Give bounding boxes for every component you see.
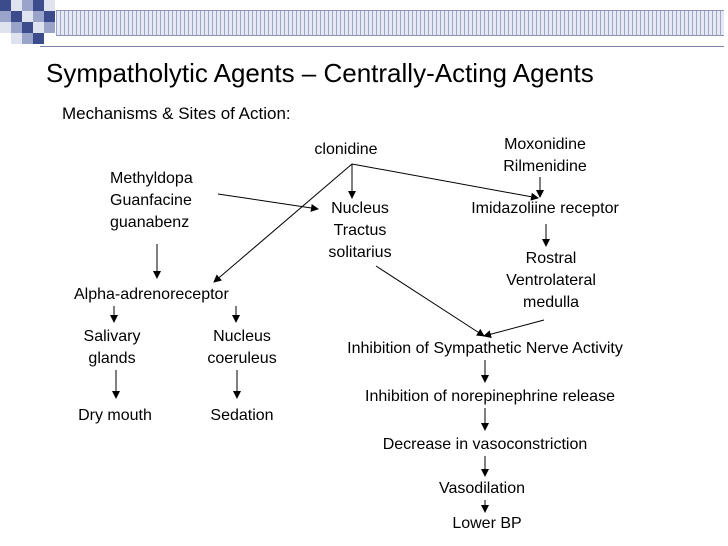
arrow-methyldopa-to-nts — [217, 193, 319, 212]
node-nucleus-coeruleus: Nucleus coeruleus — [207, 326, 276, 370]
node-decrease-vasoconstriction: Decrease in vasoconstriction — [382, 436, 588, 453]
node-moxonidine-rilmenidine: Moxonidine Rilmenidine — [503, 134, 587, 178]
label-coeruleus: coeruleus — [207, 350, 277, 367]
label-guanabenz: guanabenz — [110, 214, 190, 231]
node-inhibition-norepinephrine: Inhibition of norepinephrine release — [365, 388, 615, 405]
slide-subtitle: Mechanisms & Sites of Action: — [62, 104, 291, 123]
label-nts-2: Tractus — [333, 222, 387, 239]
node-dry-mouth: Dry mouth — [78, 407, 152, 424]
arrow-nts-to-inhibition — [375, 265, 485, 337]
label-rvlm-3: medulla — [522, 294, 580, 311]
node-methyldopa-group: Methyldopa Guanfacine guanabenz — [110, 168, 193, 234]
node-clonidine: clonidine — [314, 141, 378, 158]
arrow-clonidine-to-alpha — [213, 163, 353, 283]
header-stripe-band — [56, 10, 724, 36]
label-rvlm-2: Ventrolateral — [506, 272, 596, 289]
node-inhibition-sympathetic: Inhibition of Sympathetic Nerve Activity — [347, 340, 623, 357]
header-underline — [40, 46, 724, 47]
label-methyldopa: Methyldopa — [110, 170, 193, 187]
node-imidazoline-receptor: Imidazoliine receptor — [471, 200, 619, 217]
node-lower-bp: Lower BP — [452, 515, 522, 532]
label-guanfacine: Guanfacine — [110, 192, 192, 209]
node-sedation: Sedation — [210, 407, 274, 424]
node-nucleus-tractus-solitarius: Nucleus Tractus solitarius — [328, 198, 391, 264]
slide-title: Sympatholytic Agents – Centrally-Acting … — [46, 58, 594, 88]
node-alpha-adrenoreceptor: Alpha-adrenoreceptor — [74, 286, 229, 303]
label-rilmenidine: Rilmenidine — [503, 158, 587, 175]
label-nucleus: Nucleus — [213, 328, 271, 345]
arrow-rvlm-to-inhibition — [483, 319, 545, 339]
header-checker-decoration — [0, 0, 56, 46]
node-rostral-ventrolateral-medulla: Rostral Ventrolateral medulla — [506, 248, 596, 314]
label-nts-3: solitarius — [328, 244, 392, 261]
label-nts-1: Nucleus — [331, 200, 389, 217]
node-vasodilation: Vasodilation — [439, 480, 525, 497]
arrow-clonidine-to-imidazoline — [351, 163, 539, 201]
label-rvlm-1: Rostral — [525, 250, 577, 267]
node-salivary-glands: Salivary glands — [84, 326, 141, 370]
label-moxonidine: Moxonidine — [504, 136, 586, 153]
label-glands: glands — [88, 350, 136, 367]
label-salivary: Salivary — [83, 328, 141, 345]
